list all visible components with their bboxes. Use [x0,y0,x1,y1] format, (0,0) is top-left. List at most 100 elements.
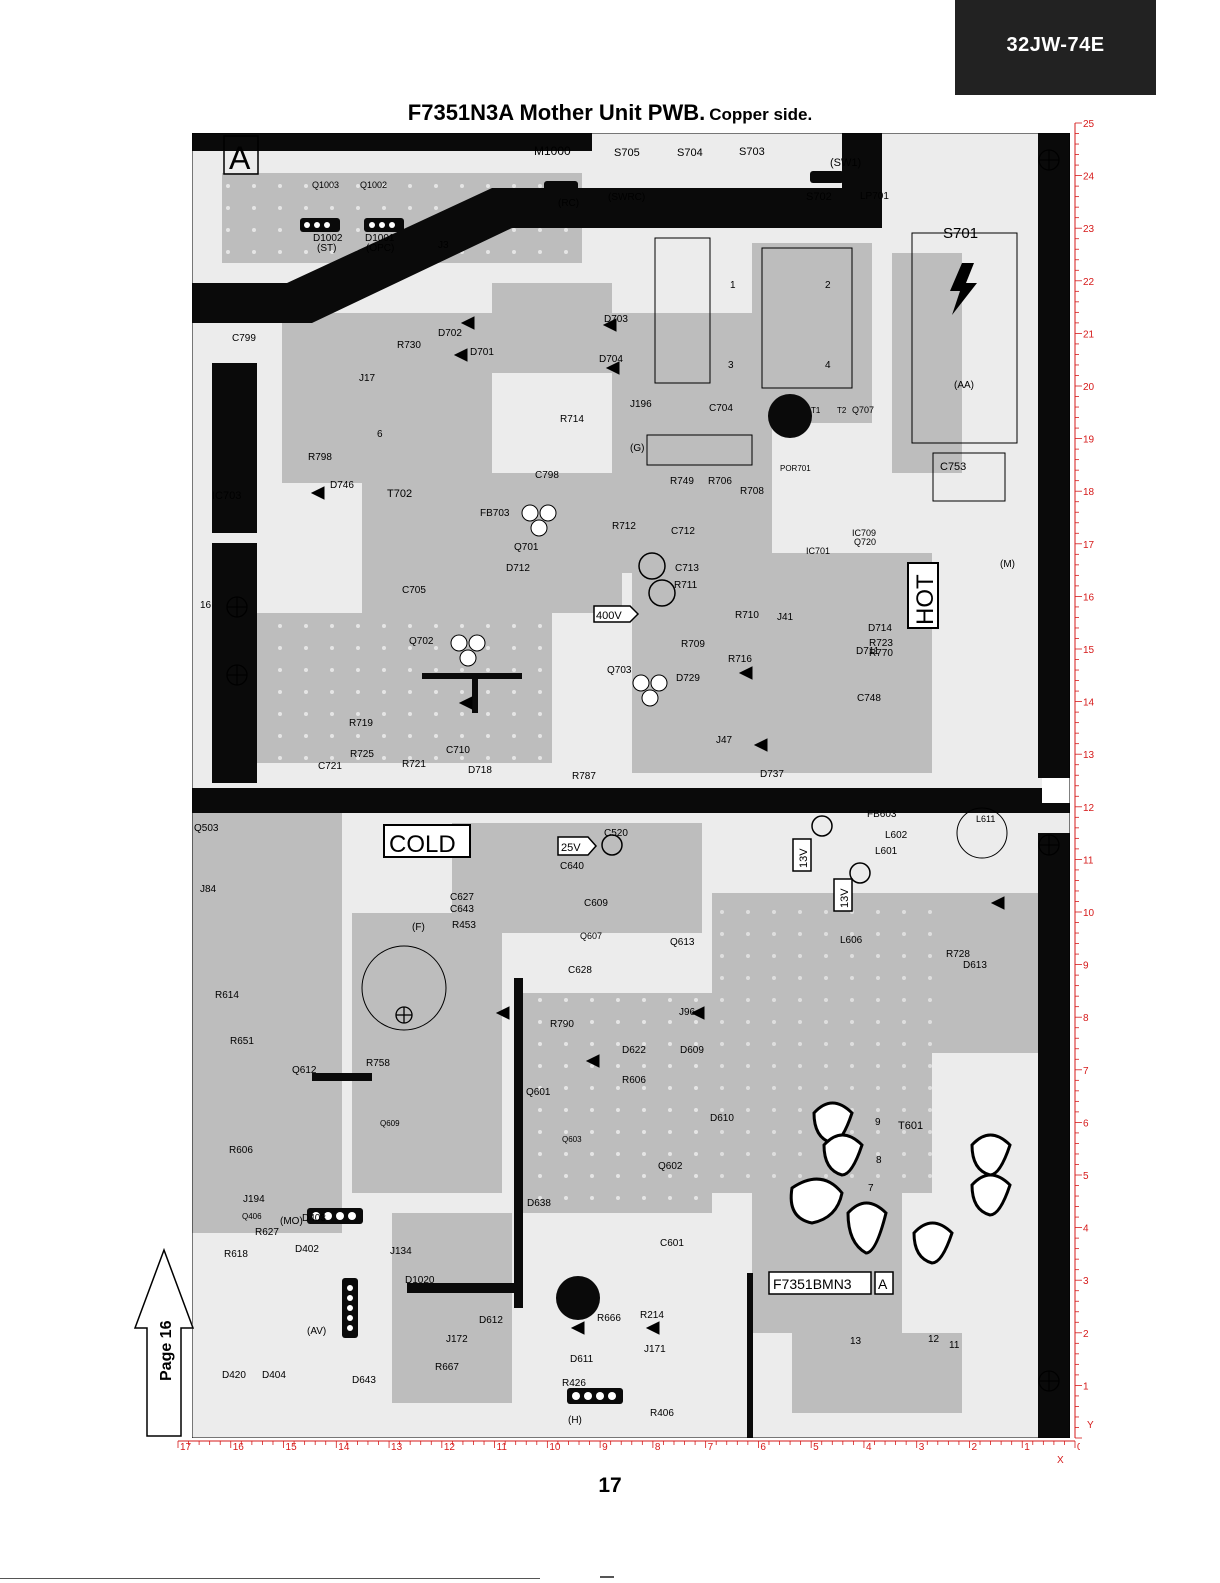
svg-text:25V: 25V [561,842,581,854]
x-ruler-tick-label: 17 [180,1442,192,1453]
x-ruler-tick-label: 9 [602,1442,608,1453]
svg-text:R406: R406 [650,1408,674,1419]
coil-labels: L611 L602 L601 L606 FB603 FB703 [480,508,995,946]
svg-text:C753: C753 [940,461,966,473]
svg-text:C705: C705 [402,585,426,596]
svg-text:D420: D420 [222,1370,246,1381]
svg-text:D737: D737 [760,769,784,780]
svg-text:R614: R614 [215,990,239,1001]
svg-text:C713: C713 [675,563,699,574]
svg-text:400V: 400V [596,610,622,622]
t601-pads [789,1101,1012,1265]
transistor-label: Q703 [607,665,632,676]
y-ruler-tick-label: 2 [1083,1329,1089,1340]
transistor-label: Q603 [562,1135,582,1144]
ground-plane [192,133,1070,1438]
svg-text:D712: D712 [506,563,530,574]
pwb-code-plate: F7351BMN3 A [768,1271,894,1295]
x-ruler-tick-label: 4 [866,1442,872,1453]
t1-outline [761,247,853,389]
c746-outline [654,237,711,384]
diode-labels: D1002 D1001 D702 D701 D703 D704 D746 D71… [222,233,987,1386]
transistor-label: Q613 [670,937,695,948]
svg-text:R708: R708 [740,486,764,497]
x-axis-label: X [1057,1455,1064,1466]
svg-text:16: 16 [200,600,212,611]
y-ruler-tick-label: 6 [1083,1118,1089,1129]
svg-text:FB703: FB703 [480,508,510,519]
svg-text:J96: J96 [679,1007,696,1018]
voltage-marker-25v: 25V [557,836,598,856]
ic-label: IC709 [852,528,876,538]
y-ruler-tick-label: 18 [1083,487,1095,498]
model-header-tab: 32JW-74E [955,0,1156,95]
svg-text:C748: C748 [857,693,881,704]
y-ruler-tick-label: 5 [1083,1171,1089,1182]
y-ruler-tick-label: 12 [1083,803,1095,814]
c753-outline [932,452,1006,502]
connector-label: (G) [630,443,644,454]
y-ruler-tick-label: 10 [1083,908,1095,919]
resistor-labels: R730 R714 R798 R749 R706 R708 R712 R711 … [215,340,970,1419]
transistor-label: Q406 [242,1212,262,1221]
y-ruler-tick-label: 19 [1083,435,1095,446]
transformer-label: T702 [387,488,412,500]
x-ruler-tick-label: 6 [760,1442,766,1453]
svg-text:D643: D643 [352,1375,376,1386]
ic-label: IC703 [212,490,241,502]
connector-label: (H) [568,1415,582,1426]
previous-page-arrow[interactable]: Page 16 [133,1248,195,1438]
y-ruler-tick-label: 20 [1083,382,1095,393]
svg-text:4: 4 [825,360,831,371]
x-ruler-tick-label: 5 [813,1442,819,1453]
hot-zone-marker: HOT [907,562,939,629]
svg-text:T2: T2 [837,406,847,415]
svg-text:C601: C601 [660,1238,684,1249]
svg-text:D402: D402 [295,1244,319,1255]
transistor-label: Q612 [292,1065,317,1076]
svg-text:FB603: FB603 [867,809,897,820]
pwb-code-label: F7351BMN3 [773,1276,852,1292]
svg-text:R719: R719 [349,718,373,729]
connector-label: (F) [412,922,425,933]
svg-text:D612: D612 [479,1315,503,1326]
svg-text:R666: R666 [597,1313,621,1324]
svg-text:T1: T1 [811,406,821,415]
svg-text:R453: R453 [452,920,476,931]
svg-text:12: 12 [928,1334,940,1345]
svg-text:3: 3 [728,360,734,371]
svg-text:D1020: D1020 [405,1275,435,1286]
y-ruler-tick-label: 22 [1083,277,1095,288]
svg-text:R667: R667 [435,1362,459,1373]
svg-text:R710: R710 [735,610,759,621]
voltage-marker-13v: 13V [833,878,853,912]
svg-text:D638: D638 [527,1198,551,1209]
connector-label: (ST) [317,243,336,254]
footer-mark [600,1576,614,1578]
transistor-label: Q607 [580,931,602,941]
l605-coil-outline [361,945,447,1031]
switch-label: S703 [739,146,765,158]
y-ruler-tick-label: 11 [1083,855,1094,866]
svg-text:9: 9 [875,1117,881,1128]
svg-text:C640: C640 [560,861,584,872]
svg-text:R790: R790 [550,1019,574,1030]
svg-text:R787: R787 [572,771,596,782]
connector-label: (M) [1000,559,1015,570]
svg-text:R758: R758 [366,1058,390,1069]
svg-text:D404: D404 [262,1370,286,1381]
pwb-title: F7351N3A Mother Unit PWB. [407,100,706,125]
switch-label: S704 [677,147,703,159]
svg-text:J17: J17 [359,373,376,384]
svg-text:D403: D403 [302,1213,326,1224]
svg-text:J196: J196 [630,399,652,410]
connector-label: (OPC) [366,243,394,254]
footer-rule [0,1578,540,1579]
connector-label: (MO) [280,1216,303,1227]
pwb-subtitle: Copper side. [709,105,813,124]
svg-text:D702: D702 [438,328,462,339]
connector-label: LP701 [860,191,889,202]
svg-text:L611: L611 [976,814,995,824]
cold-zone-label: COLD [389,831,456,858]
